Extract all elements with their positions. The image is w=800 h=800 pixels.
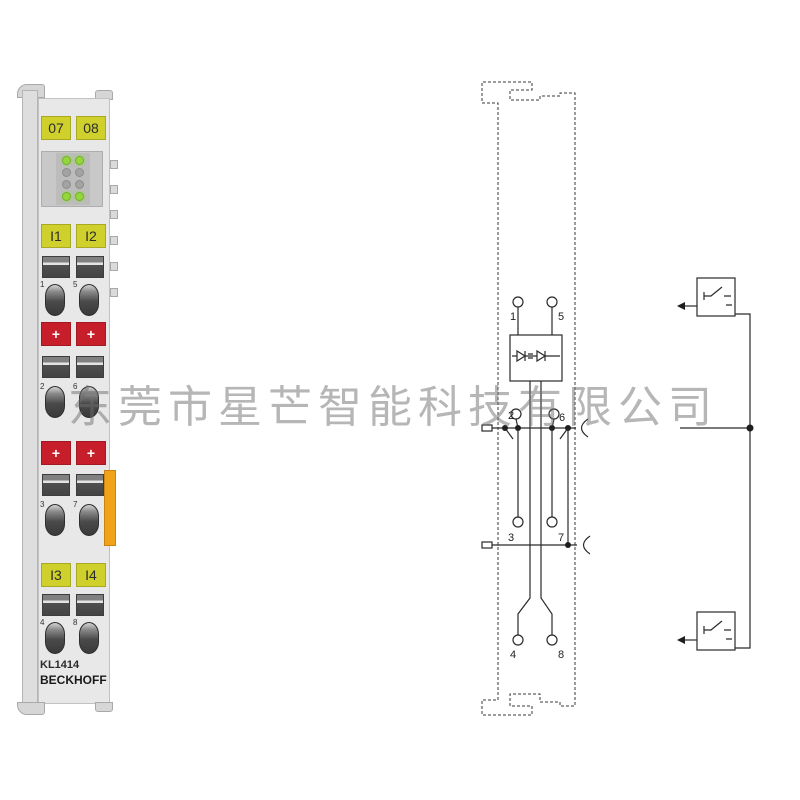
pin-number: 8 <box>73 618 78 627</box>
arrow-left-icon <box>677 302 685 310</box>
arrow-left-icon <box>677 636 685 644</box>
led-indicator <box>75 156 84 165</box>
pin-number: 7 <box>73 500 78 509</box>
spring-contact <box>45 504 65 536</box>
channel-label: I4 <box>76 563 106 587</box>
pin-label: 3 <box>508 532 514 544</box>
led-diode-icon <box>536 349 547 363</box>
power-contact-right <box>580 418 589 438</box>
pin-number: 5 <box>73 280 78 289</box>
led-panel <box>56 153 90 205</box>
status-label: 08 <box>76 116 106 140</box>
led-grid <box>60 155 86 203</box>
side-contact-tab <box>110 288 118 297</box>
spring-contact <box>45 622 65 654</box>
supply-lead <box>517 428 553 517</box>
pin-label: 6 <box>559 412 565 424</box>
pin-number: 4 <box>40 618 45 627</box>
switch-symbol <box>703 620 732 640</box>
switch-symbol <box>703 286 732 306</box>
wire-entry-opening <box>42 256 70 278</box>
side-contact-tab <box>110 160 118 169</box>
led-indicator <box>62 180 71 189</box>
spring-contact <box>45 284 65 316</box>
company-watermark: 东莞市星芒智能科技有限公司 <box>68 382 718 433</box>
wire-entry-opening <box>42 356 70 378</box>
terminal-point <box>512 634 524 646</box>
status-label: 07 <box>41 116 71 140</box>
side-contact-tab <box>110 236 118 245</box>
wire-entry-opening <box>76 356 104 378</box>
terminal-point <box>546 634 558 646</box>
proximity-sensor-icon <box>696 277 736 317</box>
power-label: + <box>76 322 106 346</box>
power-contact-left <box>481 541 493 549</box>
channel-label: I1 <box>41 224 71 248</box>
spring-contact <box>79 386 99 418</box>
pin-number: 3 <box>40 500 45 509</box>
wire-entry-opening <box>42 594 70 616</box>
led-arrow-icon <box>528 353 533 359</box>
led-indicator <box>75 192 84 201</box>
proximity-sensor-icon <box>696 611 736 651</box>
pin-label: 2 <box>508 410 514 422</box>
input-lead <box>517 307 553 335</box>
model-number: KL1414 <box>40 659 80 671</box>
sensor-supply-line <box>735 313 751 649</box>
side-contact-tab <box>110 262 118 271</box>
pin-label: 7 <box>558 532 564 544</box>
pin-number: 6 <box>73 382 78 391</box>
pin-number: 1 <box>40 280 45 289</box>
led-indicator <box>62 192 71 201</box>
wire-entry-opening <box>76 594 104 616</box>
side-contact-tab <box>110 210 118 219</box>
terminal-point <box>546 516 558 528</box>
wire-entry-opening <box>76 474 104 496</box>
power-contact-right <box>582 535 591 555</box>
led-indicator <box>75 180 84 189</box>
terminal-point <box>512 296 524 308</box>
kl1414-terminal-module: 07 08 I1 I2 1 5 + + 2 6 + + 3 7 I3 I4 4 … <box>0 0 130 800</box>
led-indicator <box>62 168 71 177</box>
power-label: + <box>76 441 106 465</box>
channel-label: I3 <box>41 563 71 587</box>
pin-label: 4 <box>510 649 516 661</box>
led-indicator <box>75 168 84 177</box>
internal-signal-line <box>517 381 531 635</box>
spring-contact <box>79 284 99 316</box>
housing-outline <box>481 81 576 716</box>
led-diode-icon <box>516 349 527 363</box>
sensor-box <box>696 277 736 317</box>
orange-marker-strip <box>104 470 116 546</box>
power-label: + <box>41 441 71 465</box>
wire-entry-opening <box>42 474 70 496</box>
spring-contact <box>79 622 99 654</box>
pin-number: 2 <box>40 382 45 391</box>
pin-label: 5 <box>558 311 564 323</box>
channel-label: I2 <box>76 224 106 248</box>
junction-node <box>502 425 508 431</box>
power-label: + <box>41 322 71 346</box>
wire-entry-opening <box>76 256 104 278</box>
spring-contact <box>45 386 65 418</box>
bottom-left-mounting-hook <box>17 702 45 715</box>
internal-signal-line <box>540 381 553 635</box>
junction-node <box>746 424 754 432</box>
side-contact-tab <box>110 185 118 194</box>
junction-node <box>565 542 571 548</box>
sensor-box <box>696 611 736 651</box>
brand-logo-text: BECKHOFF <box>40 673 107 687</box>
pin-label: 8 <box>558 649 564 661</box>
spring-contact <box>79 504 99 536</box>
terminal-point <box>512 516 524 528</box>
pin-label: 1 <box>510 311 516 323</box>
bottom-right-mounting-hook <box>95 702 113 712</box>
terminal-point <box>546 296 558 308</box>
led-indicator <box>62 156 71 165</box>
